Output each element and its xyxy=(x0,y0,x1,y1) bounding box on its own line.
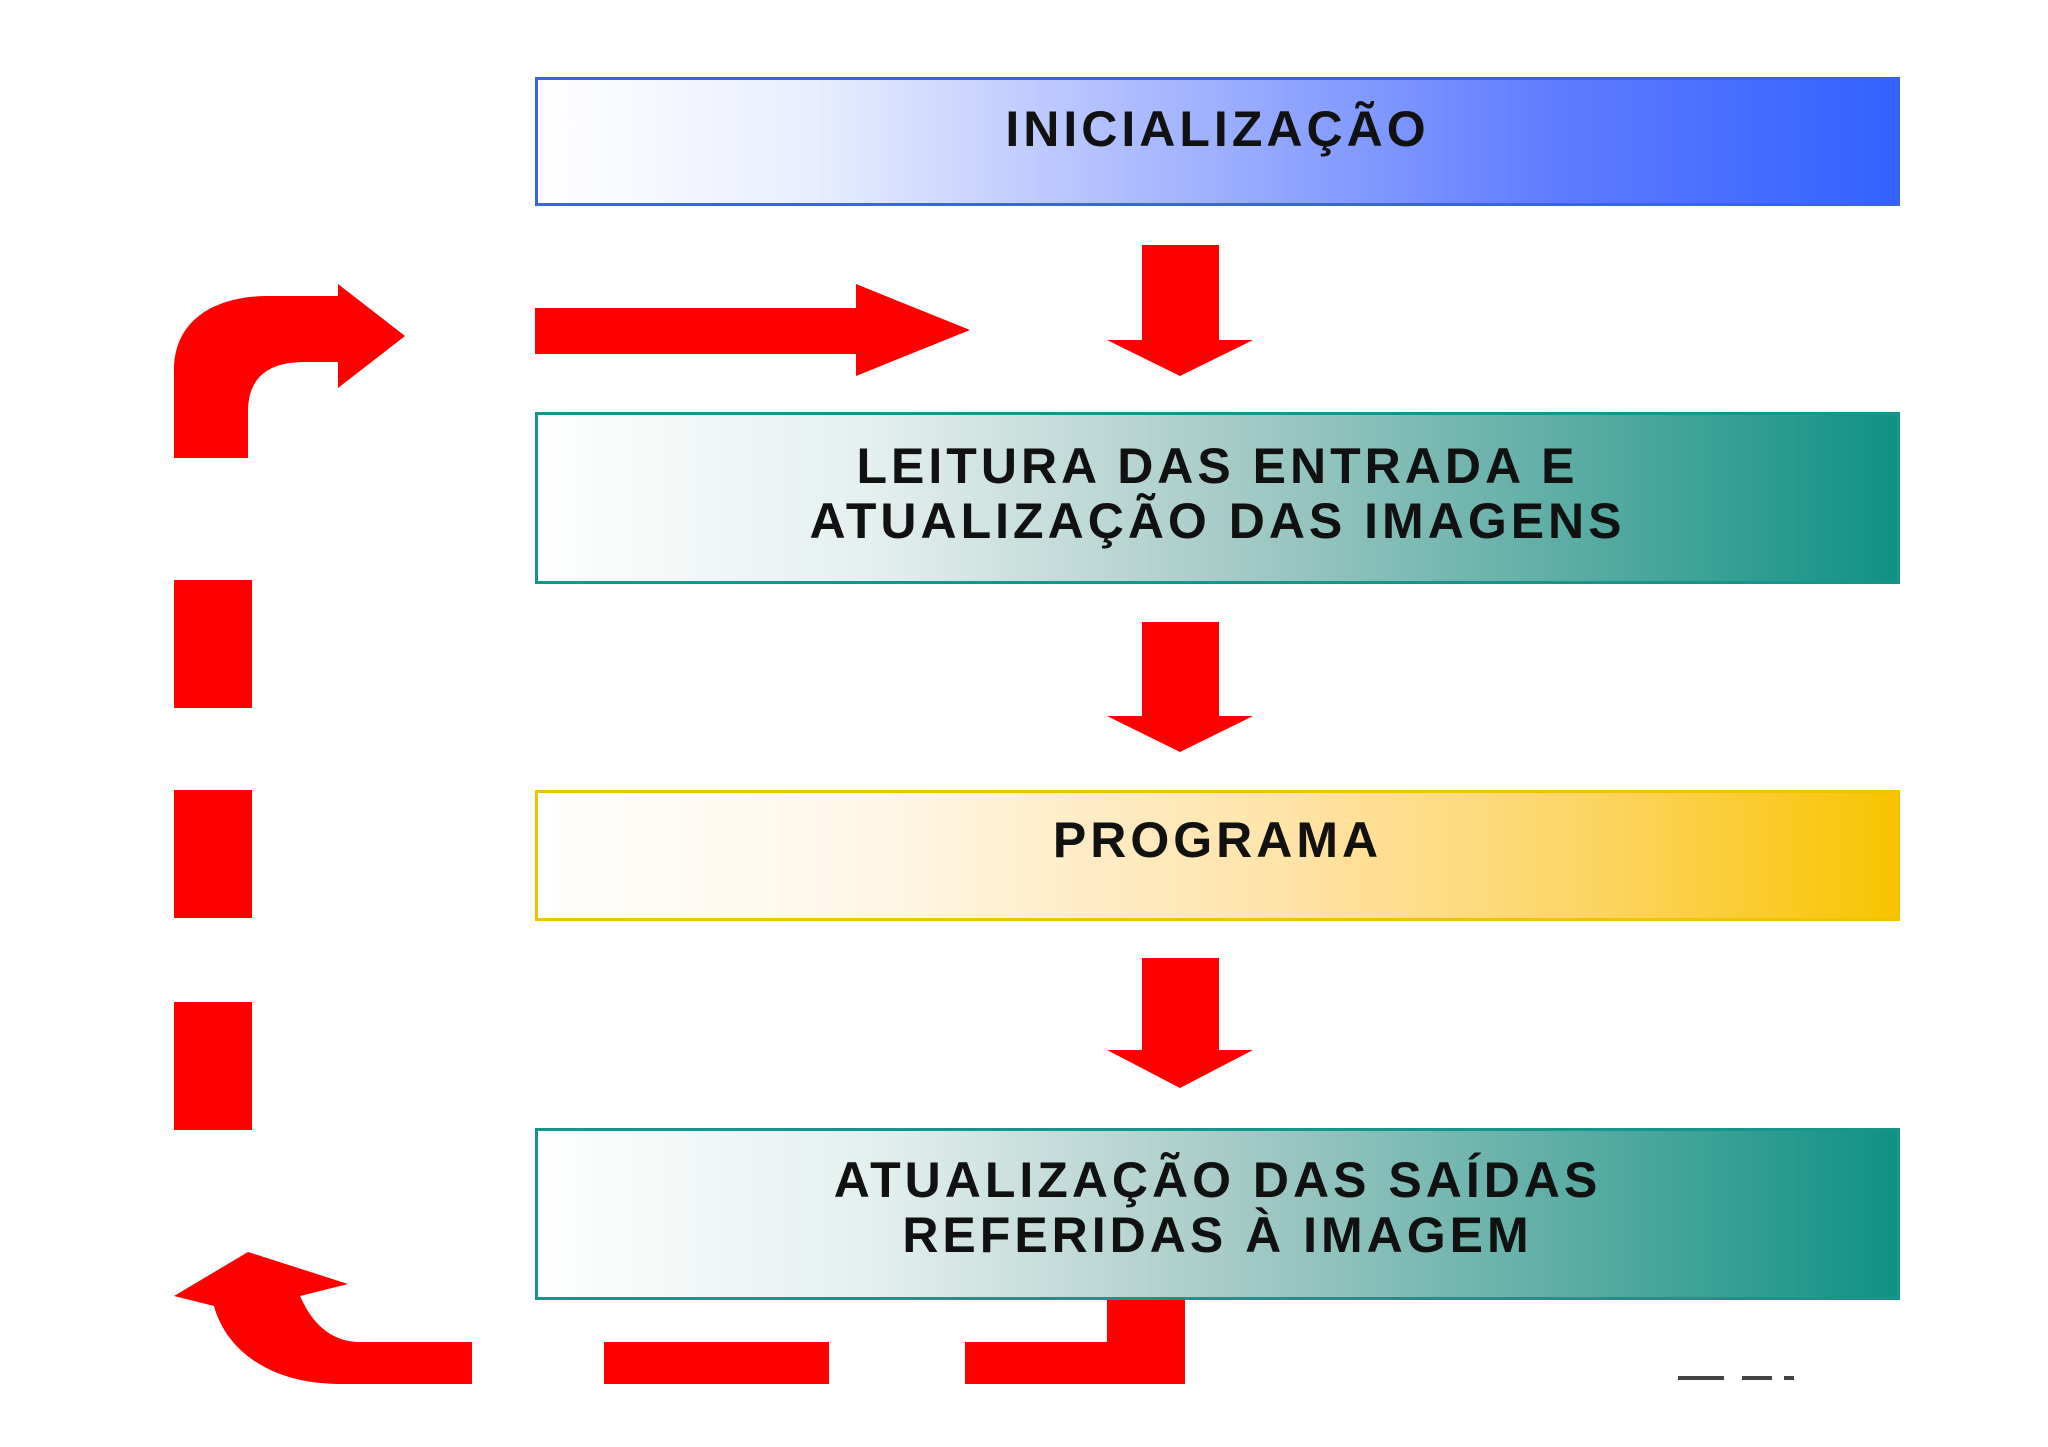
right-arrow xyxy=(535,284,970,376)
step-initialization-label: INICIALIZAÇÃO xyxy=(1005,101,1430,157)
loop-dash-1 xyxy=(174,580,252,708)
loop-dash-3 xyxy=(174,1002,252,1130)
step-read-inputs-line-2: ATUALIZAÇÃO DAS IMAGENS xyxy=(809,493,1626,549)
step-update-outputs-line-1: ATUALIZAÇÃO DAS SAÍDAS xyxy=(833,1152,1602,1208)
down-arrow-2 xyxy=(1107,622,1253,752)
step-initialization: INICIALIZAÇÃO xyxy=(535,77,1900,206)
loop-arrow-bottom xyxy=(174,1252,472,1384)
step-update-outputs-line-2: REFERIDAS À IMAGEM xyxy=(902,1207,1533,1263)
loop-dash-bottom-2 xyxy=(965,1300,1185,1384)
step-read-inputs-line-1: LEITURA DAS ENTRADA E xyxy=(856,438,1579,494)
loop-dash-2 xyxy=(174,790,252,918)
down-arrow-3 xyxy=(1107,958,1253,1088)
step-program-label: PROGRAMA xyxy=(1052,812,1383,868)
step-update-outputs: ATUALIZAÇÃO DAS SAÍDAS REFERIDAS À IMAGE… xyxy=(535,1128,1900,1300)
down-arrow-1 xyxy=(1107,245,1253,376)
loop-dash-bottom-1 xyxy=(604,1342,829,1384)
step-read-inputs: LEITURA DAS ENTRADA E ATUALIZAÇÃO DAS IM… xyxy=(535,412,1900,584)
step-program: PROGRAMA xyxy=(535,790,1900,921)
cropped-caption-fragment xyxy=(1678,1376,1808,1384)
loop-arrow-top xyxy=(174,284,405,458)
